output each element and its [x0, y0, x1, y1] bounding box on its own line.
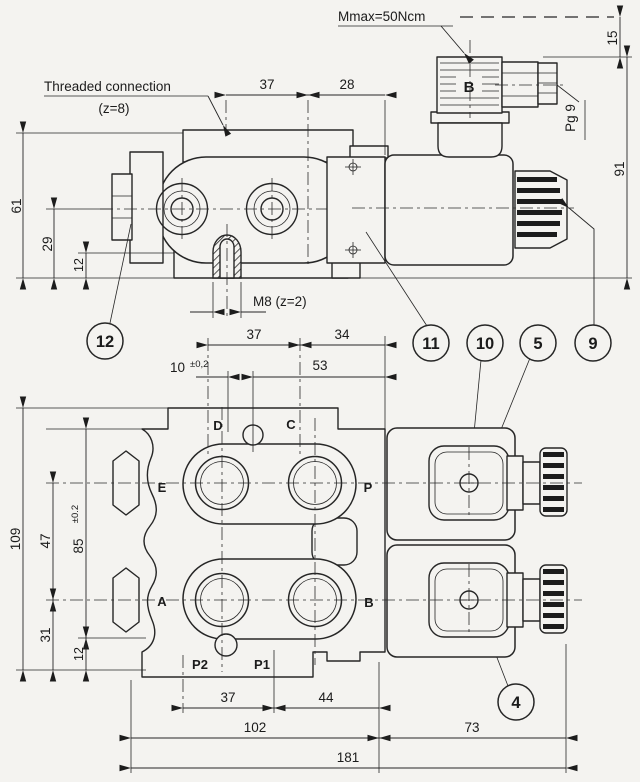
svg-text:9: 9 — [588, 335, 597, 353]
mmax-label: Mmax=50Ncm — [338, 9, 425, 24]
balloon-11: 11 — [412, 324, 450, 362]
port-label-B: B — [364, 595, 373, 610]
dim-29: 29 — [40, 236, 55, 251]
dim-102: 102 — [244, 720, 267, 735]
dim-top-left: 61 29 12 — [9, 121, 183, 290]
dim-47: 47 — [38, 533, 53, 548]
dim-31: 31 — [38, 627, 53, 642]
m8-threaded-hole — [212, 224, 242, 320]
plate-screw-top — [345, 159, 361, 175]
threaded-connection-label: Threaded connection — [44, 79, 171, 94]
bottom-view: D C E P A B P2 P1 37 34 10 ±0,2 53 109 4… — [8, 327, 582, 773]
dim-15: 15 — [605, 30, 620, 45]
port-label-P1: P1 — [254, 657, 270, 672]
dim-12-top: 12 — [72, 258, 86, 272]
connector-gland-base — [501, 61, 539, 108]
left-end-plate — [129, 151, 164, 264]
balloon-5: 5 — [519, 324, 557, 362]
dim-10: 10 — [170, 360, 185, 375]
m8-label: M8 (z=2) — [253, 294, 307, 309]
solenoid-block-lower — [386, 544, 568, 658]
dim-12-bottom: 12 — [72, 647, 86, 661]
threaded-connection-annotation: Threaded connection (z=8) — [44, 79, 232, 137]
dim-34-mid: 34 — [334, 327, 350, 342]
dim-61: 61 — [9, 198, 24, 213]
locating-hole-bottom — [214, 633, 238, 657]
solenoid-block-upper — [386, 427, 568, 541]
dim-109: 109 — [8, 528, 23, 551]
dim-top-37-28: 37 28 — [214, 77, 397, 265]
dim-bottom: 37 44 102 73 181 — [119, 644, 578, 773]
plate-screw-bottom — [345, 242, 361, 258]
pg9-label: Pg 9 — [563, 104, 578, 132]
pg9-annotation: Pg 9 — [556, 84, 586, 140]
valve-top-ledge — [349, 145, 389, 159]
dim-73: 73 — [464, 720, 479, 735]
solenoid-mounting-plate — [326, 156, 386, 264]
balloon-4: 4 — [497, 683, 535, 721]
balloon-9: 9 — [574, 324, 612, 362]
boss-connecting-web — [311, 517, 358, 566]
dim-28-top: 28 — [339, 77, 354, 92]
connector-letter: B — [464, 79, 475, 96]
port-label-P2: P2 — [192, 657, 208, 672]
port-label-A: A — [157, 594, 167, 609]
dim-85-tol: ±0.2 — [70, 505, 81, 523]
dim-181: 181 — [337, 750, 360, 765]
valve-boss — [157, 156, 353, 264]
balloon-12: 12 — [86, 322, 124, 360]
solenoid-foot — [331, 261, 361, 279]
dim-37-mid: 37 — [246, 327, 261, 342]
solenoid-body — [384, 154, 514, 266]
knurled-nut — [514, 170, 568, 249]
port-label-E: E — [158, 480, 167, 495]
dim-bottom-left: 109 47 85 ±0.2 31 12 — [8, 396, 168, 682]
dim-85: 85 — [71, 538, 86, 553]
dim-53: 53 — [312, 358, 327, 373]
dim-44: 44 — [318, 690, 334, 705]
balloon-callouts: 12 11 10 5 9 4 — [86, 198, 612, 721]
dim-top-right: 15 91 — [543, 5, 632, 290]
pg9-gland — [537, 62, 558, 105]
hex-plug — [111, 173, 133, 241]
dim-91: 91 — [612, 161, 627, 176]
threaded-connection-z: (z=8) — [98, 101, 129, 116]
knurl-upper — [539, 447, 568, 517]
svg-text:4: 4 — [511, 694, 521, 712]
port-label-C: C — [286, 417, 296, 432]
top-view: B 37 28 — [9, 5, 632, 320]
mmax-annotation: Mmax=50Ncm — [338, 9, 614, 64]
m8-callout: M8 (z=2) — [190, 282, 307, 318]
svg-text:10: 10 — [476, 335, 494, 353]
connector-neck — [437, 122, 503, 158]
port-label-P: P — [364, 480, 373, 495]
knurl-lower — [539, 564, 568, 634]
balloon-10: 10 — [466, 324, 504, 362]
din-connector: B — [436, 40, 566, 118]
dim-37-bottom: 37 — [220, 690, 235, 705]
port-label-D: D — [213, 418, 222, 433]
dim-mid: 37 34 10 ±0,2 53 — [170, 327, 397, 455]
svg-text:11: 11 — [422, 335, 439, 353]
dim-37-top: 37 — [259, 77, 274, 92]
dim-10-tol: ±0,2 — [190, 359, 208, 370]
svg-text:5: 5 — [533, 335, 542, 353]
svg-text:12: 12 — [96, 333, 114, 351]
connector-label-patch — [456, 74, 482, 96]
